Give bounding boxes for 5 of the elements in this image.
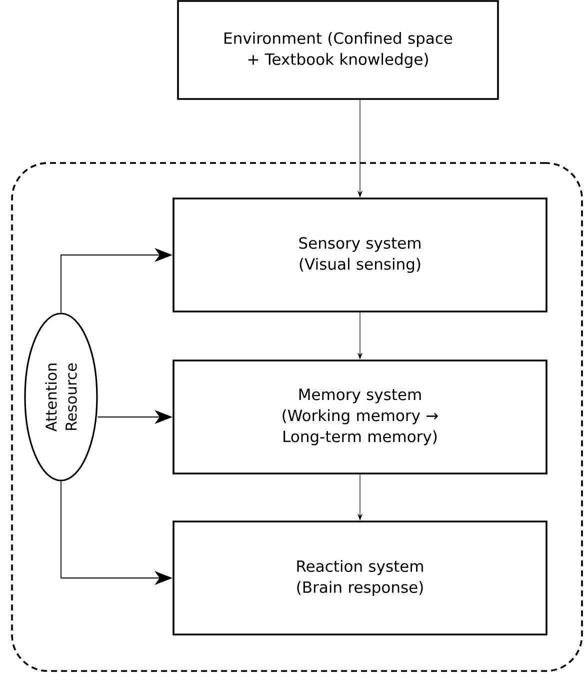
process-box: Sensory system (Visual sensing) xyxy=(172,198,548,312)
process-box: Memory system (Working memory → Long-term memory) xyxy=(172,360,548,474)
dashed-region xyxy=(11,162,583,672)
process-box: Reaction system (Brain response) xyxy=(172,520,548,636)
process-box: Environment (Confined space + Textbook knowledge) xyxy=(177,0,499,100)
